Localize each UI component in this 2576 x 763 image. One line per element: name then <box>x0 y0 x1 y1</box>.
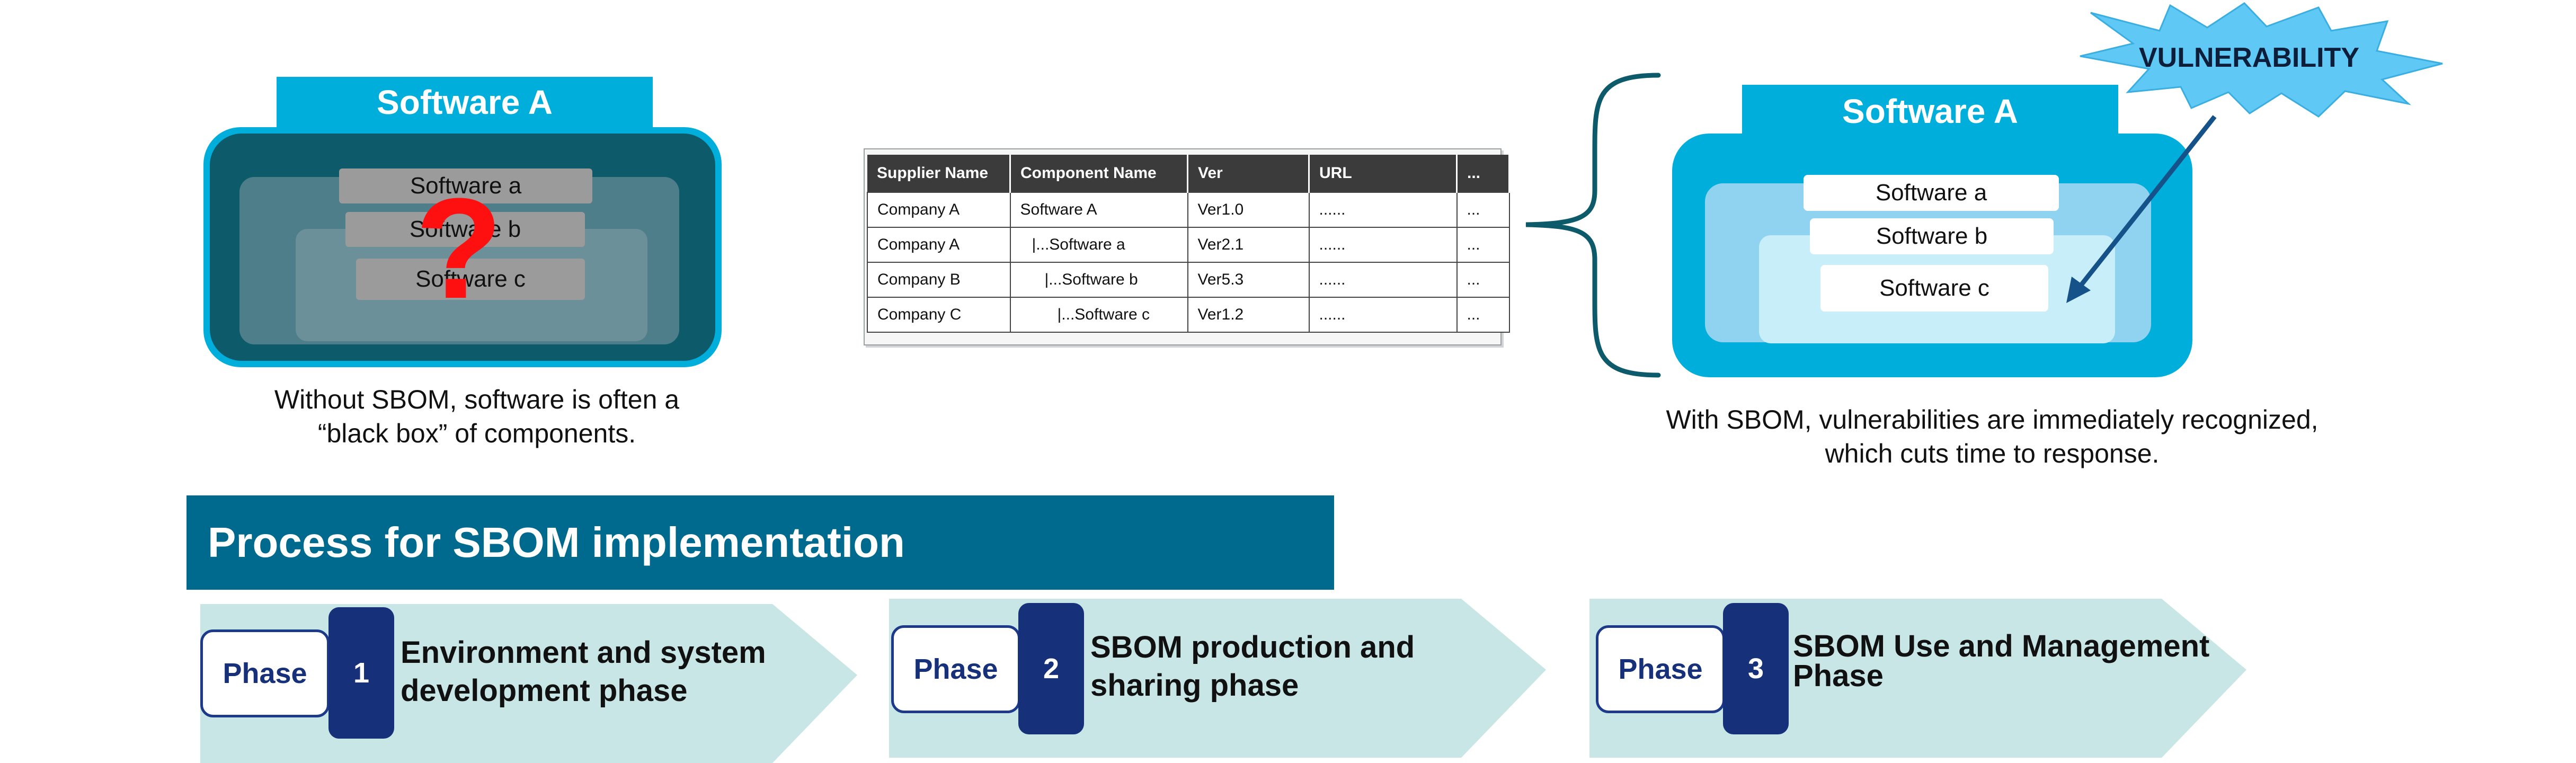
table-cell: ...... <box>1308 227 1458 263</box>
table-cell: ...... <box>1308 192 1458 228</box>
table-cell: Ver5.3 <box>1187 262 1310 298</box>
phase-1-label: Phase <box>200 629 330 717</box>
phase-1-number: 1 <box>328 607 394 739</box>
table-row: Company C |...Software c Ver1.2 ...... .… <box>867 297 1510 333</box>
blackbox-component-a: Software a <box>339 168 592 203</box>
table-cell: Software A <box>1009 192 1188 228</box>
vulnerability-burst-icon <box>2080 2 2443 118</box>
table-header-cell: Supplier Name <box>867 155 1011 192</box>
table-cell: Ver1.0 <box>1187 192 1310 228</box>
table-header-cell: Component Name <box>1010 155 1188 192</box>
table-header-cell: ... <box>1456 155 1510 192</box>
table-cell: Ver1.2 <box>1187 297 1310 333</box>
blackbox-component-c: Software c <box>356 259 585 300</box>
table-cell: ... <box>1456 192 1510 228</box>
question-mark-icon: ? <box>415 169 503 329</box>
phase-3-label: Phase <box>1596 625 1725 713</box>
table-cell: |...Software b <box>1009 262 1188 298</box>
sbom-component-a: Software a <box>1804 175 2059 211</box>
vulnerability-label: VULNERABILITY <box>2139 42 2359 73</box>
table-cell: ... <box>1456 297 1510 333</box>
blackbox-component-b: Software b <box>345 212 585 247</box>
arrow-icon <box>2066 115 2217 303</box>
phase-2-number: 2 <box>1018 603 1084 734</box>
phase-3-title-line1: SBOM Use and Management <box>1793 629 2210 663</box>
phase-1-title-line1: Environment and system <box>401 635 766 670</box>
phase-1-title-line2: development phase <box>401 673 688 708</box>
blackbox-caption: Without SBOM, software is often a “black… <box>170 383 784 450</box>
phase-3-title-line2: Phase <box>1793 659 1884 693</box>
blackbox-title: Software A <box>277 77 653 128</box>
blackbox-caption-line1: Without SBOM, software is often a <box>274 385 680 414</box>
blackbox-caption-line2: “black box” of components. <box>317 419 636 448</box>
curly-bracket-icon <box>1525 73 1661 378</box>
table-cell: ... <box>1456 262 1510 298</box>
table-cell: Company C <box>867 297 1011 333</box>
sbom-component-c: Software c <box>1820 265 2048 312</box>
table-row: Company A |...Software a Ver2.1 ...... .… <box>867 227 1510 263</box>
table-cell: Ver2.1 <box>1187 227 1310 263</box>
table-cell: |...Software a <box>1009 227 1188 263</box>
sbom-caption-line2: which cuts time to response. <box>1825 439 2160 468</box>
phase-1-title: Environment and system development phase <box>401 634 803 710</box>
sbom-component-b: Software b <box>1810 218 2054 254</box>
phase-2-title-line2: sharing phase <box>1090 668 1299 703</box>
table-header-cell: Ver <box>1187 155 1310 192</box>
phase-2-label: Phase <box>891 625 1020 713</box>
table-cell: Company A <box>867 192 1011 228</box>
table-row: Company A Software A Ver1.0 ...... ... <box>867 192 1510 228</box>
table-cell: Company B <box>867 262 1011 298</box>
table-header-cell: URL <box>1309 155 1458 192</box>
table-cell: ...... <box>1308 262 1458 298</box>
table-cell: |...Software c <box>1009 297 1188 333</box>
sbom-caption-line1: With SBOM, vulnerabilities are immediate… <box>1666 405 2319 434</box>
sbom-table: Supplier Name Component Name Ver URL ...… <box>867 155 1510 333</box>
phase-3-title: SBOM Use and Management Phase <box>1793 629 2217 693</box>
table-cell: Company A <box>867 227 1011 263</box>
table-row: Company B |...Software b Ver5.3 ...... .… <box>867 262 1510 298</box>
sbom-caption: With SBOM, vulnerabilities are immediate… <box>1563 403 2421 471</box>
table-cell: ...... <box>1308 297 1458 333</box>
process-banner: Process for SBOM implementation <box>186 495 1334 590</box>
phase-3-number: 3 <box>1723 603 1789 734</box>
table-cell: ... <box>1456 227 1510 263</box>
phase-2-title-line1: SBOM production and <box>1090 630 1415 664</box>
sbom-title: Software A <box>1742 85 2118 138</box>
phase-2-title: SBOM production and sharing phase <box>1090 628 1493 705</box>
table-header-row: Supplier Name Component Name Ver URL ... <box>867 155 1510 192</box>
